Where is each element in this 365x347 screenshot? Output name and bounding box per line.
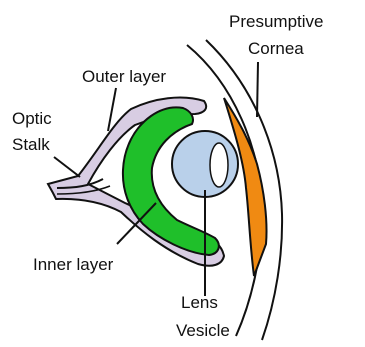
lens-vesicle-label-line1: Lens [181, 293, 218, 312]
outer-layer-label: Outer layer [82, 67, 166, 86]
presumptive-cornea-label-line1: Presumptive [229, 12, 323, 31]
optic-stalk-label-line2: Stalk [12, 135, 50, 154]
cornea-orange-band [224, 98, 267, 276]
presumptive-cornea-label-line2: Cornea [248, 39, 304, 58]
lens-vesicle-highlight [210, 143, 228, 187]
presumptive-cornea-leader [257, 62, 258, 117]
diagram-labels: Presumptive Cornea Outer layer Optic Sta… [12, 12, 323, 340]
optic-stalk-label-line1: Optic [12, 109, 52, 128]
optic-stalk-leader [54, 157, 80, 177]
lens-vesicle [172, 131, 238, 197]
inner-layer-label: Inner layer [33, 255, 114, 274]
lens-vesicle-label-line2: Vesicle [176, 321, 230, 340]
